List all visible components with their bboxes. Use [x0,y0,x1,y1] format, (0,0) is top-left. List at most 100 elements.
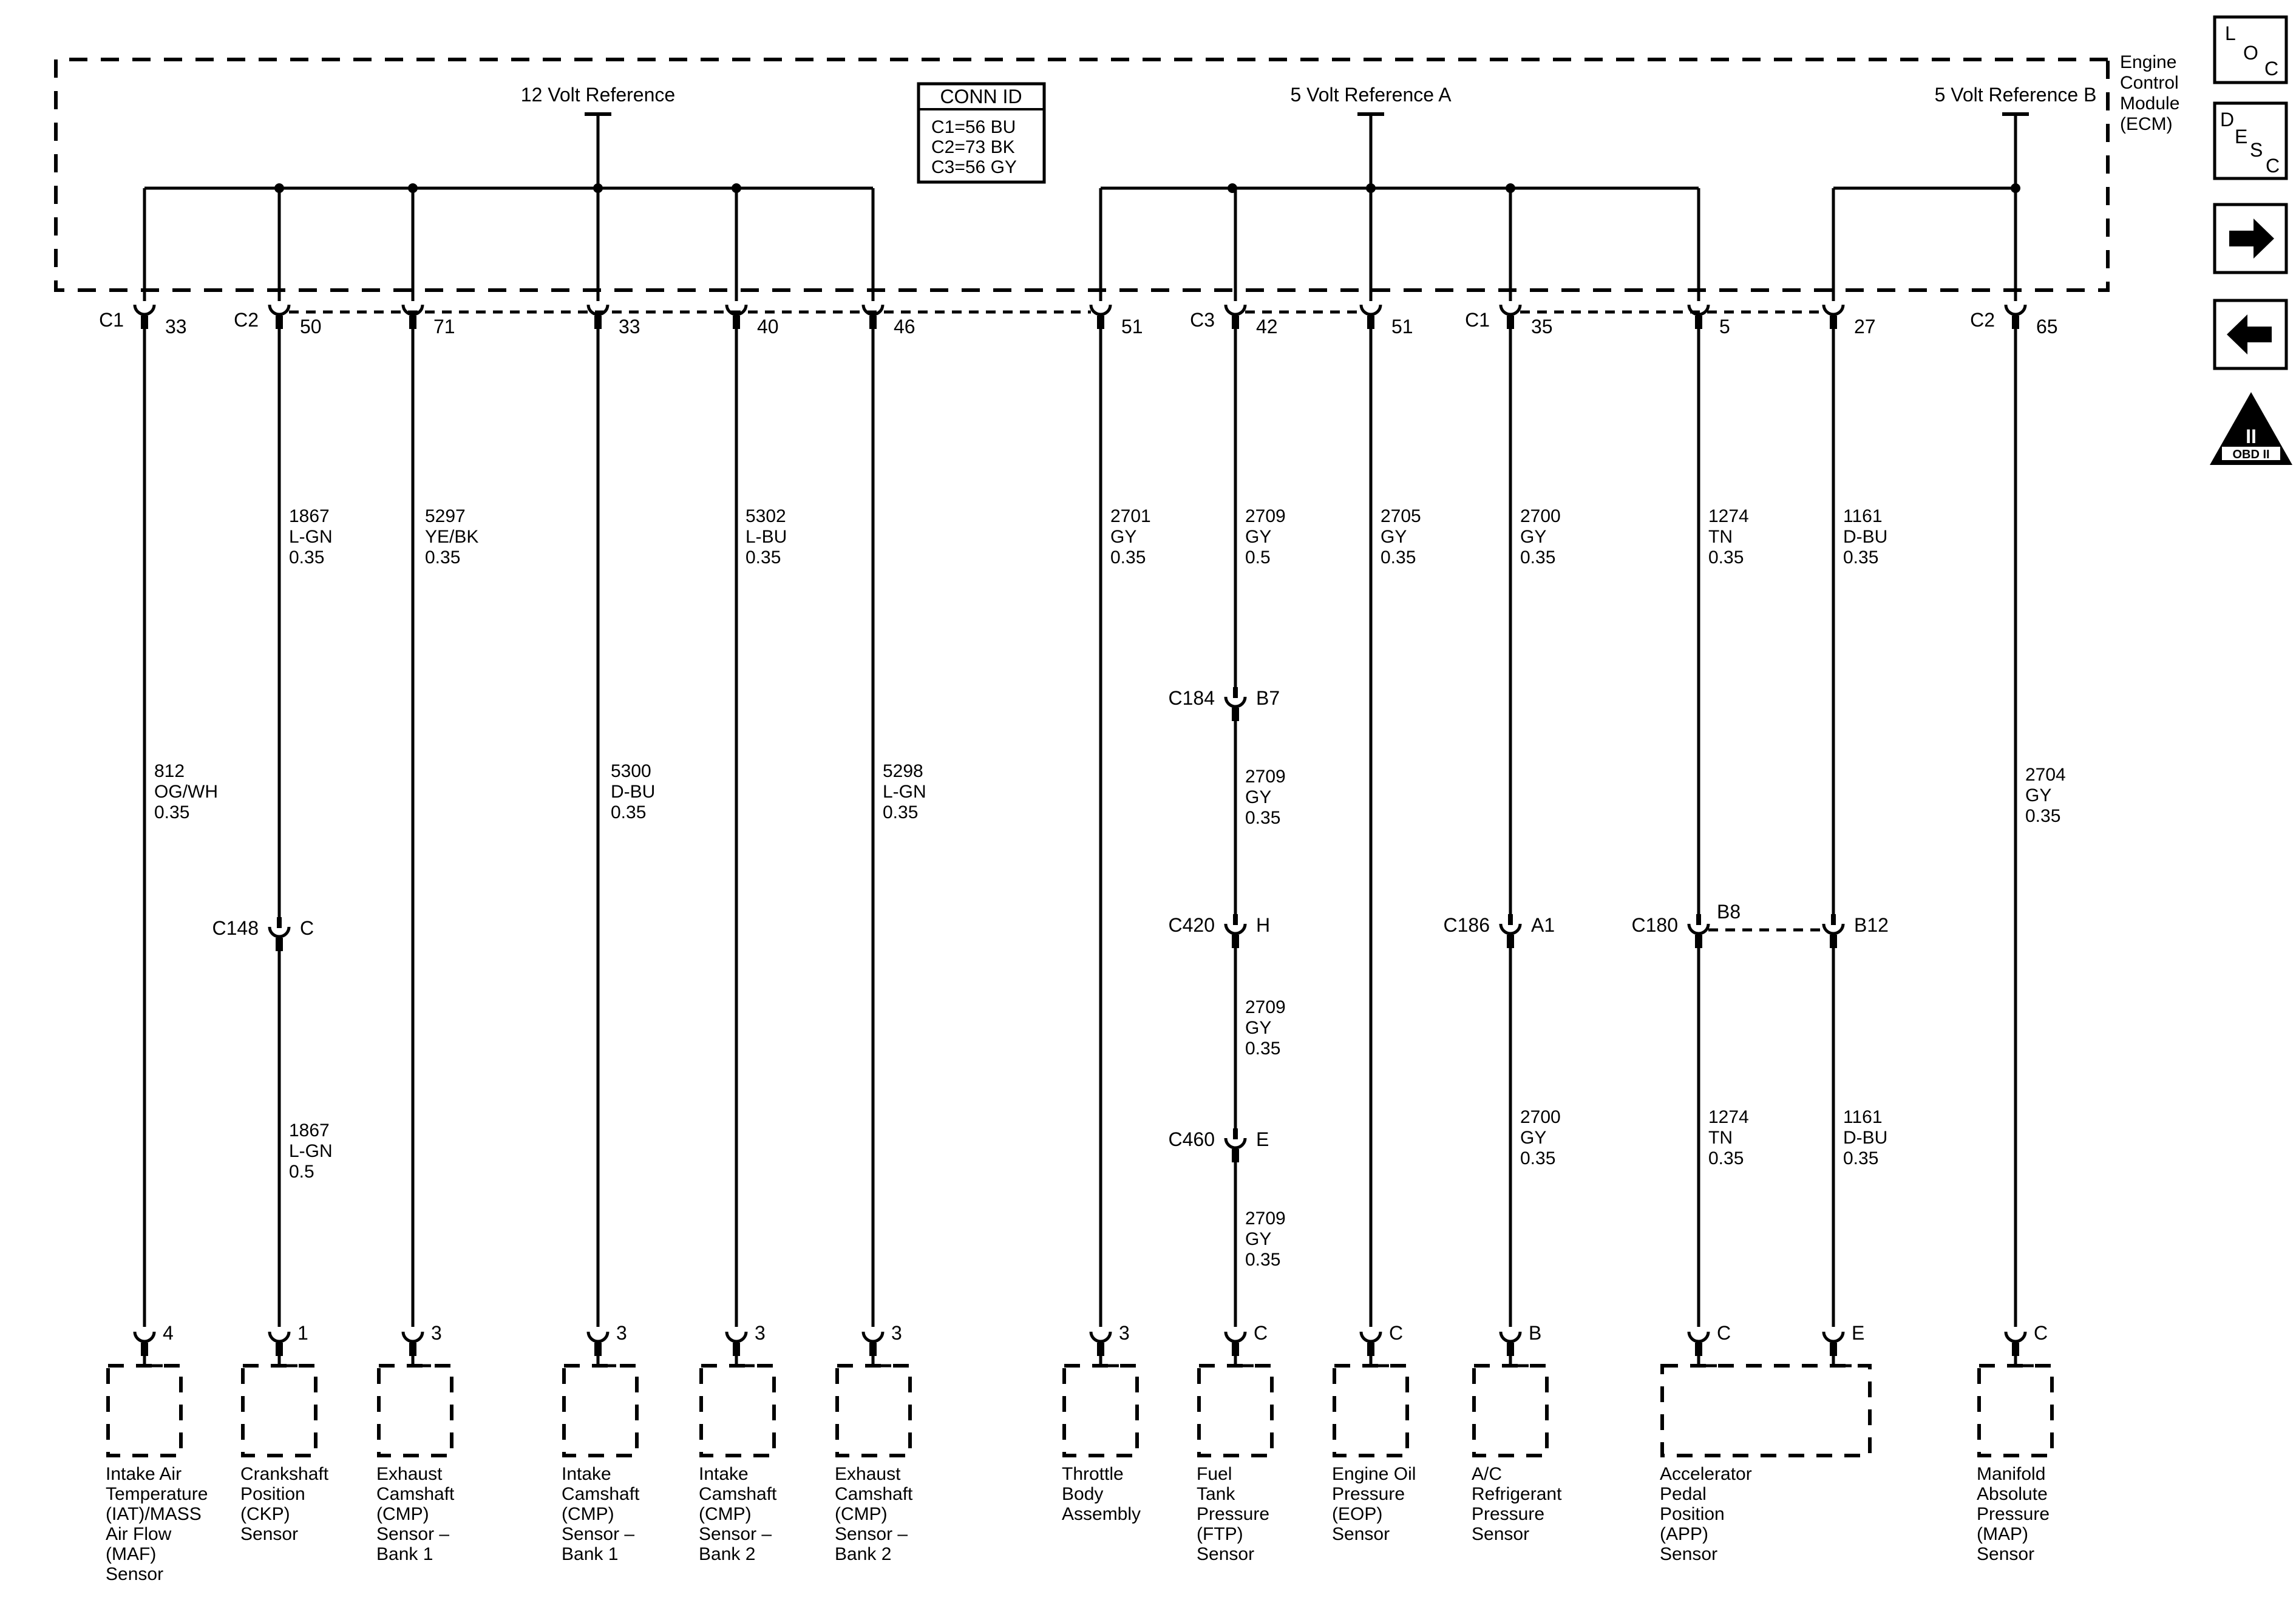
sensor-name: Bank 2 [699,1544,755,1564]
inline-connector-block [276,938,283,951]
right-arrow-icon [2229,219,2274,259]
wire-label: D-BU [1843,1128,1887,1148]
inline-connector-pin: E [1256,1128,1269,1150]
wire-label: 812 [154,761,185,781]
sensor-pin-terminal [401,1331,424,1343]
sensor-name: Pressure [1332,1484,1405,1504]
loc-letter: L [2225,22,2236,44]
ecm-pin-number: 51 [1391,316,1413,337]
wire-label: GY [1245,787,1271,807]
wire-label: 5300 [611,761,651,781]
sensor-name: (CMP) [376,1504,429,1524]
sensor-component-outline [1333,1364,1409,1457]
sensor-name: Sensor – [376,1524,449,1544]
wire-label: 0.35 [1708,1148,1744,1168]
wire-label: 0.35 [1245,808,1280,828]
sensor-pin-terminal [1359,1331,1382,1343]
ecm-pin-terminal [1224,304,1247,316]
ecm-pin-number: 65 [2036,316,2058,337]
wire-label: 1867 [289,1120,330,1141]
wire-label: OG/WH [154,782,218,802]
sensor-pin-number: 3 [1119,1322,1130,1344]
sensor-pin-number: C [1389,1322,1403,1344]
ecm-pin-terminal [1499,304,1522,316]
sensor-lead [411,1356,431,1368]
wire-label: GY [2025,785,2051,805]
ecm-label: Engine [2120,52,2176,72]
sensor-pin-terminal [1687,1331,1710,1343]
ecm-pin-terminal [1822,304,1845,316]
ecm-pin-number: 71 [433,316,455,337]
inline-connector-label: C420 [1169,914,1215,936]
sensor-pin-block [1695,1343,1702,1356]
wire-label: GY [1520,527,1546,547]
ecm-pin-number: 35 [1531,316,1553,337]
ecm-label: (ECM) [2120,114,2173,134]
wire-label: 0.35 [611,802,646,822]
sensor-lead [1509,1356,1529,1368]
sensor-component-outline [699,1364,776,1457]
ecm-pin-terminal [1359,304,1382,316]
inline-connector-terminal [1499,923,1522,935]
wire-label: 0.5 [289,1162,314,1182]
ecm-pin-block [1830,316,1837,329]
obd-label: OBD II [2232,448,2269,461]
sensor-pin-terminal [133,1331,156,1343]
sensor-name: Sensor – [699,1524,772,1544]
obd-label-plate [2222,447,2280,460]
sensor-name: Sensor – [835,1524,908,1544]
ecm-connector-label: C1 [1465,309,1490,331]
wire-label: 1274 [1708,1107,1749,1127]
ecm-boundary [54,58,2110,292]
sensor-name: Bank 1 [376,1544,433,1564]
wire-label: GY [1381,527,1407,547]
sensor-name: Intake [562,1464,611,1484]
inline-connector-terminal [1224,923,1247,935]
ecm-pin-number: 33 [619,316,640,337]
wire-label: TN [1708,527,1733,547]
sensor-name: Pressure [1472,1504,1544,1524]
sensor-name: Throttle [1062,1464,1124,1484]
sensor-name: Pressure [1977,1504,2050,1524]
sensor-pin-terminal [586,1331,610,1343]
sensor-pin-block [1367,1343,1374,1356]
wire-label: 0.35 [2025,806,2060,826]
sensor-name: (CMP) [699,1504,752,1524]
sensor-pin-number: C [2034,1322,2048,1344]
sensor-name: (CMP) [562,1504,614,1524]
wire-label: YE/BK [425,527,478,547]
ecm-pin-number: 40 [757,316,779,337]
sensor-pin-block [141,1343,148,1356]
sensor-name: (FTP) [1197,1524,1243,1544]
sensor-pin-terminal [2004,1331,2027,1343]
ecm-pin-number: 33 [165,316,187,337]
sensor-pin-block [1232,1343,1239,1356]
inline-connector-terminal [1822,923,1845,935]
sensor-name: (MAP) [1977,1524,2028,1544]
ecm-pin-number: 5 [1719,316,1730,337]
inline-connector-block [1232,935,1239,948]
conn-id-entry: C3=56 GY [931,157,1017,177]
sensor-lead [871,1356,891,1368]
sensor-name: (MAF) [106,1544,156,1564]
ecm-pin-block [1097,316,1104,329]
sensor-name: Sensor [1977,1544,2034,1564]
sensor-pin-terminal [1089,1331,1112,1343]
sensor-lead [596,1356,616,1368]
ecm-connector-label: C2 [1970,309,1995,331]
sensor-pin-terminal [861,1331,885,1343]
sensor-pin-terminal [1499,1331,1522,1343]
sensor-lead [1832,1356,1852,1368]
ecm-connector-label: C3 [1190,309,1215,331]
sensor-name: Sensor [1197,1544,1254,1564]
inline-connector-pin: B8 [1717,901,1741,923]
sensor-name: Accelerator [1660,1464,1752,1484]
sensor-component-outline [835,1364,912,1457]
sensor-pin-terminal [1224,1331,1247,1343]
inline-connector-terminal [1224,1137,1247,1150]
wire-label: 0.35 [1520,1148,1555,1168]
ecm-pin-block [733,316,740,329]
wire-label: 0.35 [1843,1148,1878,1168]
sensor-lead [277,1356,297,1368]
wire-label: D-BU [611,782,655,802]
